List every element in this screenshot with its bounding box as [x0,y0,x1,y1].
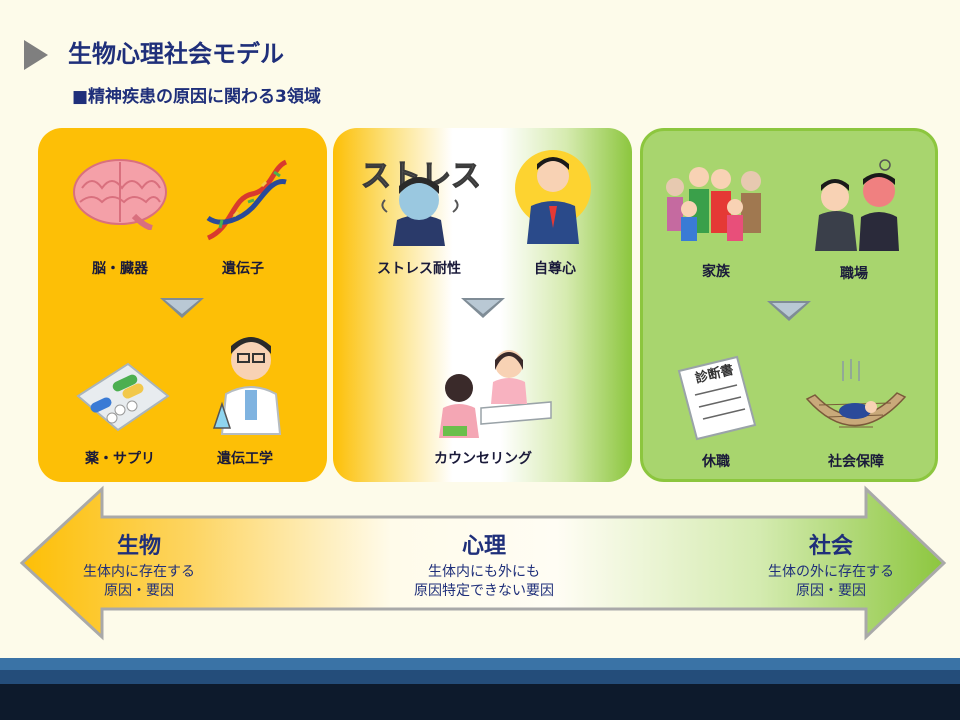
brain-icon [73,159,167,230]
counseling-icon [439,350,552,438]
down-triangle-icon [767,301,811,321]
label-leave-of-absence: 休職 [702,454,730,470]
label-brain-organs: 脳・臓器 [92,261,148,277]
confident-person-icon [515,150,591,244]
medical-certificate-icon: 診断書 [677,355,757,441]
family-icon [666,167,761,241]
label-family: 家族 [702,264,730,280]
spectrum-desc-soc-line1: 生体の外に存在する [768,564,894,580]
down-triangle-icon [160,298,204,318]
spectrum-heading-bio: 生物 [116,534,162,559]
spectrum-desc-bio-line1: 生体内に存在する [83,564,195,580]
label-medicine-supplements: 薬・サプリ [85,451,155,467]
label-genes: 遺伝子 [222,261,264,277]
footer-band-mid [0,670,960,684]
page-title: 生物心理社会モデル [68,40,284,68]
social-panel: 家族 職場 診断書 休職 社会保障 [640,128,938,482]
spectrum-double-arrow [19,485,947,641]
medicine-icon [76,362,170,432]
spectrum-desc-psy-line1: 生体内にも外にも [428,564,540,580]
label-workplace: 職場 [840,266,868,282]
bio-panel: 脳・臓器 遺伝子 薬・サプリ 遺伝工学 [38,128,327,482]
label-social-security: 社会保障 [828,454,884,470]
page-subtitle: ■精神疾患の原因に関わる3領域 [72,87,321,107]
footer-band-light [0,658,960,670]
psy-panel: ストレス ストレス耐性 自尊心 カウンセリング [333,128,632,482]
spectrum-desc-psy-line2: 原因特定できない要因 [414,583,554,599]
spectrum-heading-soc: 社会 [808,534,854,559]
dna-icon [206,159,288,241]
spectrum-heading-psy: 心理 [461,534,507,559]
stressed-person-icon: ストレス [360,158,479,246]
scientist-icon [212,337,282,435]
spectrum-desc-soc-line2: 原因・要因 [796,583,866,599]
label-stress-tolerance: ストレス耐性 [377,261,461,277]
label-genetic-engineering: 遺伝工学 [217,451,273,467]
safety-net-icon [805,359,907,428]
footer-band-dark [0,684,960,720]
label-counseling: カウンセリング [434,451,532,467]
label-self-esteem: 自尊心 [534,261,576,277]
down-triangle-icon [461,298,505,318]
workplace-icon [815,159,899,251]
spectrum-desc-bio-line2: 原因・要因 [104,583,174,599]
title-bullet-arrow [24,40,48,70]
